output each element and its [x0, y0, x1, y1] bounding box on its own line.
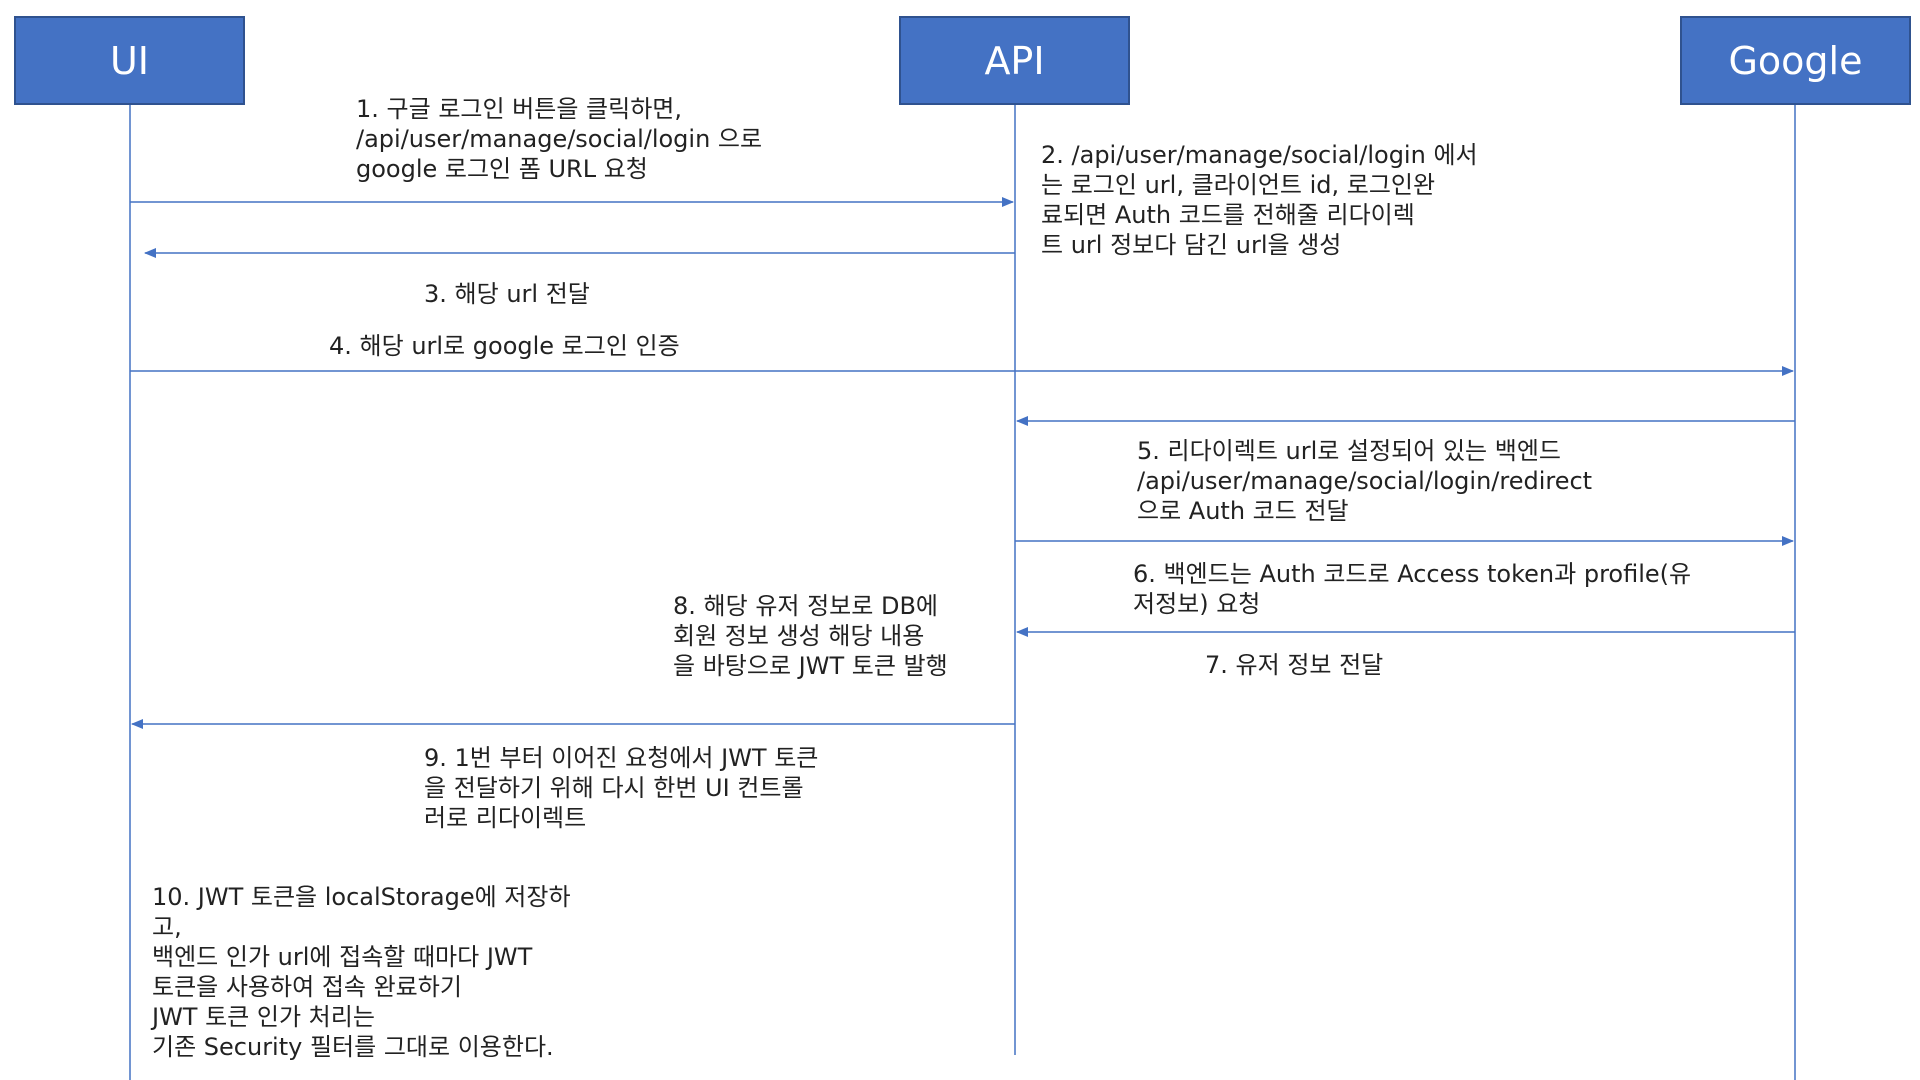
actor-google-box: Google	[1680, 16, 1911, 105]
actor-google-label: Google	[1728, 38, 1863, 83]
actor-api-label: API	[984, 38, 1045, 83]
message-2-label: 2. /api/user/manage/social/login 에서 는 로그…	[1041, 141, 1478, 259]
message-7-label: 7. 유저 정보 전달	[1205, 651, 1384, 679]
message-8-label: 8. 해당 유저 정보로 DB에 회원 정보 생성 해당 내용 을 바탕으로 J…	[673, 592, 948, 680]
message-1-label: 1. 구글 로그인 버튼을 클릭하면, /api/user/manage/soc…	[356, 95, 763, 183]
message-4-label: 4. 해당 url로 google 로그인 인증	[329, 332, 680, 360]
message-5-label: 5. 리다이렉트 url로 설정되어 있는 백엔드 /api/user/mana…	[1137, 437, 1593, 525]
actor-api-box: API	[899, 16, 1130, 105]
message-10-label: 10. JWT 토큰을 localStorage에 저장하 고, 백엔드 인가 …	[152, 883, 571, 1061]
actor-ui-box: UI	[14, 16, 245, 105]
message-6-label: 6. 백엔드는 Auth 코드로 Access token과 profile(유…	[1133, 560, 1692, 618]
message-3-label: 3. 해당 url 전달	[424, 280, 590, 308]
actor-ui-label: UI	[109, 38, 150, 83]
message-9-label: 9. 1번 부터 이어진 요청에서 JWT 토큰 을 전달하기 위해 다시 한번…	[424, 744, 819, 832]
